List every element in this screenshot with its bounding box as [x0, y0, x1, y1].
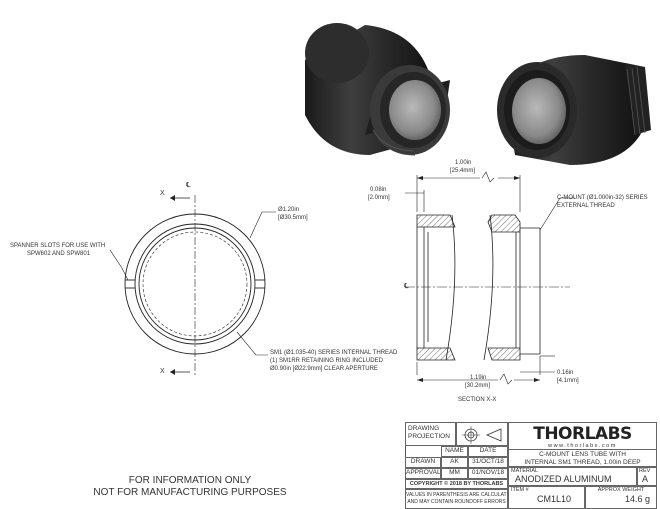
od-dimension-mm: [Ø30.5mm] [278, 215, 308, 221]
step-length-mm: [4.1mm] [557, 378, 579, 384]
info-notice-line2: NOT FOR MANUFACTURING PURPOSES [93, 487, 287, 498]
centerline-mark-section: ℄ [404, 283, 409, 290]
thorlabs-logo: THORLABS [533, 424, 632, 444]
description-line2: INTERNAL SM1 THREAD, 1.00in DEEP [524, 459, 641, 466]
material-label: MATERIAL [511, 468, 539, 474]
drawing-projection-label: DRAWING PROJECTION [405, 422, 456, 446]
drawn-name: AK [441, 457, 468, 468]
material-value: ANODIZED ALUMINUM [515, 474, 612, 484]
thread-note-line3: Ø0.90in [Ø22.9mm] CLEAR APERTURE [270, 366, 378, 372]
spanner-note-line1: SPANNER SLOTS FOR USE WITH [10, 243, 106, 249]
od-dimension-in: Ø1.20in [278, 207, 300, 213]
product-renders [305, 23, 651, 165]
thread-note-line2: (1) SM1RR RETAINING RING INCLUDED [270, 358, 383, 364]
spanner-note-line2: SPW602 AND SPW801 [27, 251, 91, 257]
approval-label: APPROVAL [405, 468, 441, 479]
section-length-mm: [25.4mm] [450, 168, 476, 174]
rev-value: A [642, 474, 649, 484]
material-cell: MATERIAL ANODIZED ALUMINUM [508, 467, 637, 486]
step-length-in: 0.16in [557, 370, 574, 376]
values-note-line1: VALUES IN PARENTHESIS ARE CALCULATED [406, 492, 508, 498]
weight-label: APPROX WEIGHT [597, 487, 645, 493]
rev-cell: REV A [637, 467, 657, 486]
cmount-note-line2: EXTERNAL THREAD [557, 203, 615, 209]
approval-date: 01/NOV/18 [468, 468, 508, 479]
cmount-note-line1: C-MOUNT (Ø1.000in-32) SERIES [557, 195, 648, 201]
overall-length-in: 1.19in [470, 375, 487, 381]
section-caption: SECTION X-X [458, 397, 497, 403]
copyright-note: COPYRIGHT © 2018 BY THORLABS [405, 479, 508, 489]
drawn-date: 31/OCT/18 [468, 457, 508, 468]
overall-length-mm: [30.2mm] [465, 383, 491, 389]
approval-name: MM [441, 468, 468, 479]
item-value: CM1L10 [537, 494, 572, 504]
name-header: NAME [441, 446, 468, 457]
logo-cell: THORLABS www.thorlabs.com [508, 422, 657, 449]
values-note: VALUES IN PARENTHESIS ARE CALCULATED AND… [405, 489, 508, 509]
description-line1: C-MOUNT LENS TUBE WITH [539, 451, 626, 458]
info-notice-line1: FOR INFORMATION ONLY [128, 475, 252, 486]
item-label: ITEM # [511, 487, 529, 493]
wall-thickness-mm: [2.0mm] [368, 195, 390, 201]
wall-thickness-in: 0.08in [370, 187, 387, 193]
weight-value: 14.6 g [624, 494, 650, 504]
description-cell: C-MOUNT LENS TUBE WITH INTERNAL SM1 THRE… [508, 449, 657, 467]
third-angle-projection-icon [462, 426, 502, 444]
render-rear-view [497, 55, 651, 165]
render-front-view [305, 23, 450, 156]
thread-note-line1: SM1 (Ø1.035-40) SERIES INTERNAL THREAD [270, 350, 398, 356]
section-mark-top: X [160, 190, 165, 197]
section-view-drawing [405, 171, 575, 385]
drawn-label: DRAWN [405, 457, 441, 468]
weight-cell: APPROX WEIGHT 14.6 g [585, 486, 657, 509]
section-length-in: 1.00in [455, 160, 472, 166]
website-text: www.thorlabs.com [548, 443, 617, 449]
item-cell: ITEM # CM1L10 [508, 486, 585, 509]
date-header: DATE [468, 446, 508, 457]
rev-label: REV [639, 468, 651, 474]
section-mark-bottom: X [160, 368, 165, 375]
end-view-drawing [109, 195, 276, 375]
values-note-line2: AND MAY CONTAIN ROUNDOFF ERRORS [407, 499, 506, 505]
projection-symbol-cell [456, 422, 508, 446]
centerline-mark-left: ℄ [186, 182, 191, 189]
